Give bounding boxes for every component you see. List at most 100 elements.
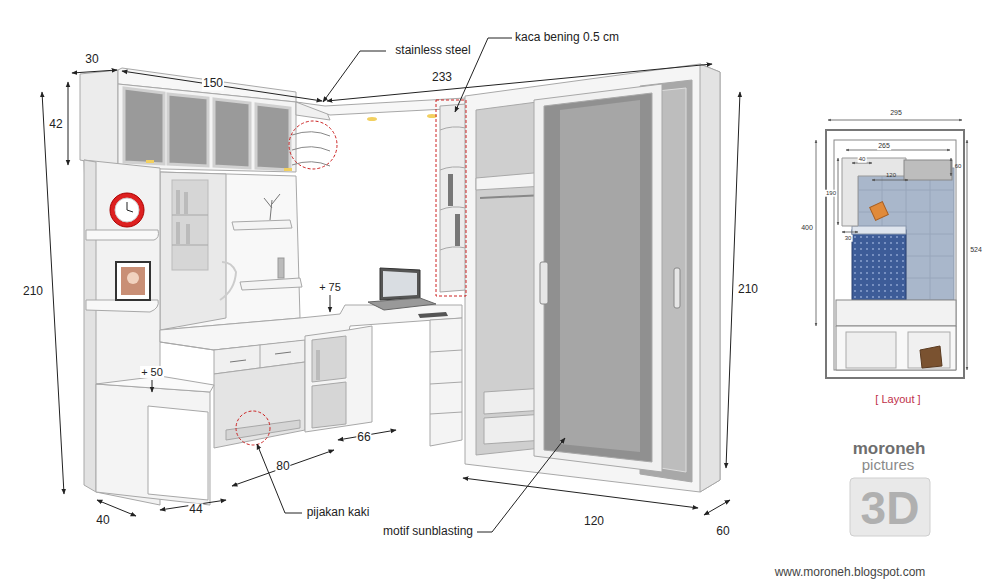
study-unit-part	[230, 360, 246, 362]
floor-plan-part	[826, 130, 964, 378]
leader-lines-part	[330, 295, 331, 312]
dimension-lines-part	[68, 82, 69, 165]
study-unit-part	[440, 104, 466, 292]
study-unit-part	[264, 194, 280, 220]
floor-plan-part	[842, 158, 906, 226]
study-unit-part	[172, 215, 208, 216]
study-unit-part	[176, 190, 180, 214]
floor-plan-part	[834, 140, 956, 370]
callout-marks-part	[289, 121, 337, 169]
plan-dimension: 265	[877, 142, 891, 150]
study-unit-part	[127, 202, 128, 210]
floor-plan-part	[816, 120, 967, 370]
study-unit-part	[176, 222, 180, 244]
watermark-url: www.moroneh.blogspot.com	[774, 566, 927, 579]
floor-plan-part-part	[828, 120, 962, 121]
wardrobe	[465, 64, 720, 492]
plan-dimension: 60	[954, 163, 963, 170]
study-unit-part	[146, 160, 154, 163]
study-unit-part	[430, 350, 462, 352]
study-unit-part	[455, 214, 460, 246]
height-label: + 50	[140, 366, 164, 378]
callout-marks-part	[236, 411, 270, 445]
watermark-logo-part	[838, 444, 842, 445]
callout-marks-part	[436, 100, 466, 296]
dimension-lines	[42, 64, 740, 516]
dimension-lines-part	[726, 92, 740, 468]
dimension-lines-part	[72, 70, 117, 73]
floor-plan-part	[908, 332, 950, 368]
leader-lines-part	[152, 380, 153, 392]
wardrobe-part	[540, 262, 548, 304]
study-unit-part	[226, 420, 300, 440]
dimension-label: 233	[431, 71, 453, 84]
dimension-lines-part	[42, 92, 64, 494]
callout-marks	[236, 100, 466, 445]
study-unit-part	[118, 84, 296, 172]
dimension-lines-part	[704, 500, 730, 515]
study-unit-part	[80, 70, 118, 168]
study-unit-part	[305, 326, 372, 432]
study-unit-part	[430, 318, 462, 446]
study-unit-part	[160, 342, 214, 350]
study-unit-part	[292, 132, 330, 136]
plan-dimension: 295	[889, 109, 903, 117]
study-unit-part	[124, 88, 164, 164]
study-unit-part	[430, 412, 462, 414]
leader-lines-part	[323, 51, 386, 102]
dimension-lines-part	[232, 450, 334, 486]
callout-label: motif sunblasting	[382, 525, 474, 538]
dimension-label: 80	[275, 460, 290, 473]
study-unit-part	[160, 172, 300, 330]
study-unit-part	[84, 160, 96, 492]
study-unit-part	[220, 262, 236, 300]
study-unit-part	[86, 300, 158, 312]
study-unit-part	[278, 258, 284, 278]
floor-plan-part	[852, 226, 906, 234]
study-unit-part	[172, 245, 208, 246]
study-unit-part	[292, 162, 330, 166]
study-unit-part	[440, 127, 466, 130]
study-unit-part	[367, 117, 377, 121]
wardrobe-part	[465, 64, 720, 492]
callout-label: kaca bening 0.5 cm	[514, 31, 620, 44]
study-unit-part	[110, 193, 144, 227]
study-unit-part	[316, 350, 320, 380]
study-unit-part	[168, 94, 208, 166]
study-unit-part	[172, 180, 208, 270]
study-unit-part	[184, 192, 188, 214]
floor-plan-part-part	[842, 232, 858, 233]
dimension-label: 44	[188, 503, 203, 516]
watermark-logo-part	[850, 478, 930, 536]
study-unit-part	[260, 345, 261, 368]
study-unit-part	[380, 268, 420, 300]
floor-plan-part	[836, 326, 956, 370]
watermark-text: pictures	[861, 457, 916, 474]
study-unit-part	[116, 262, 150, 300]
study-unit	[80, 68, 466, 505]
study-unit-part	[440, 167, 466, 170]
dimension-label: 150	[202, 77, 224, 90]
floor-plan	[816, 120, 967, 378]
study-unit-part	[121, 267, 145, 295]
study-unit-part	[232, 220, 292, 230]
dimension-lines-part	[327, 64, 712, 101]
study-unit-part	[256, 104, 290, 170]
study-unit-part	[86, 230, 159, 240]
study-unit-part	[115, 198, 139, 222]
plan-dimension: 120	[885, 172, 897, 179]
study-unit-part	[275, 352, 291, 354]
floor-plan-part-part	[967, 140, 968, 370]
plan-dimension: 524	[969, 246, 983, 254]
plan-dimension: 190	[825, 190, 837, 197]
plan-dimension: 30	[844, 235, 853, 242]
dimension-label: 66	[356, 431, 371, 444]
floor-plan-part-part	[951, 158, 952, 176]
dimension-label: 210	[22, 285, 44, 298]
wardrobe-part	[544, 93, 652, 462]
study-unit-part	[148, 406, 208, 500]
study-unit-part	[214, 99, 250, 168]
wardrobe-part	[560, 100, 640, 452]
dimension-label: 30	[84, 53, 99, 66]
